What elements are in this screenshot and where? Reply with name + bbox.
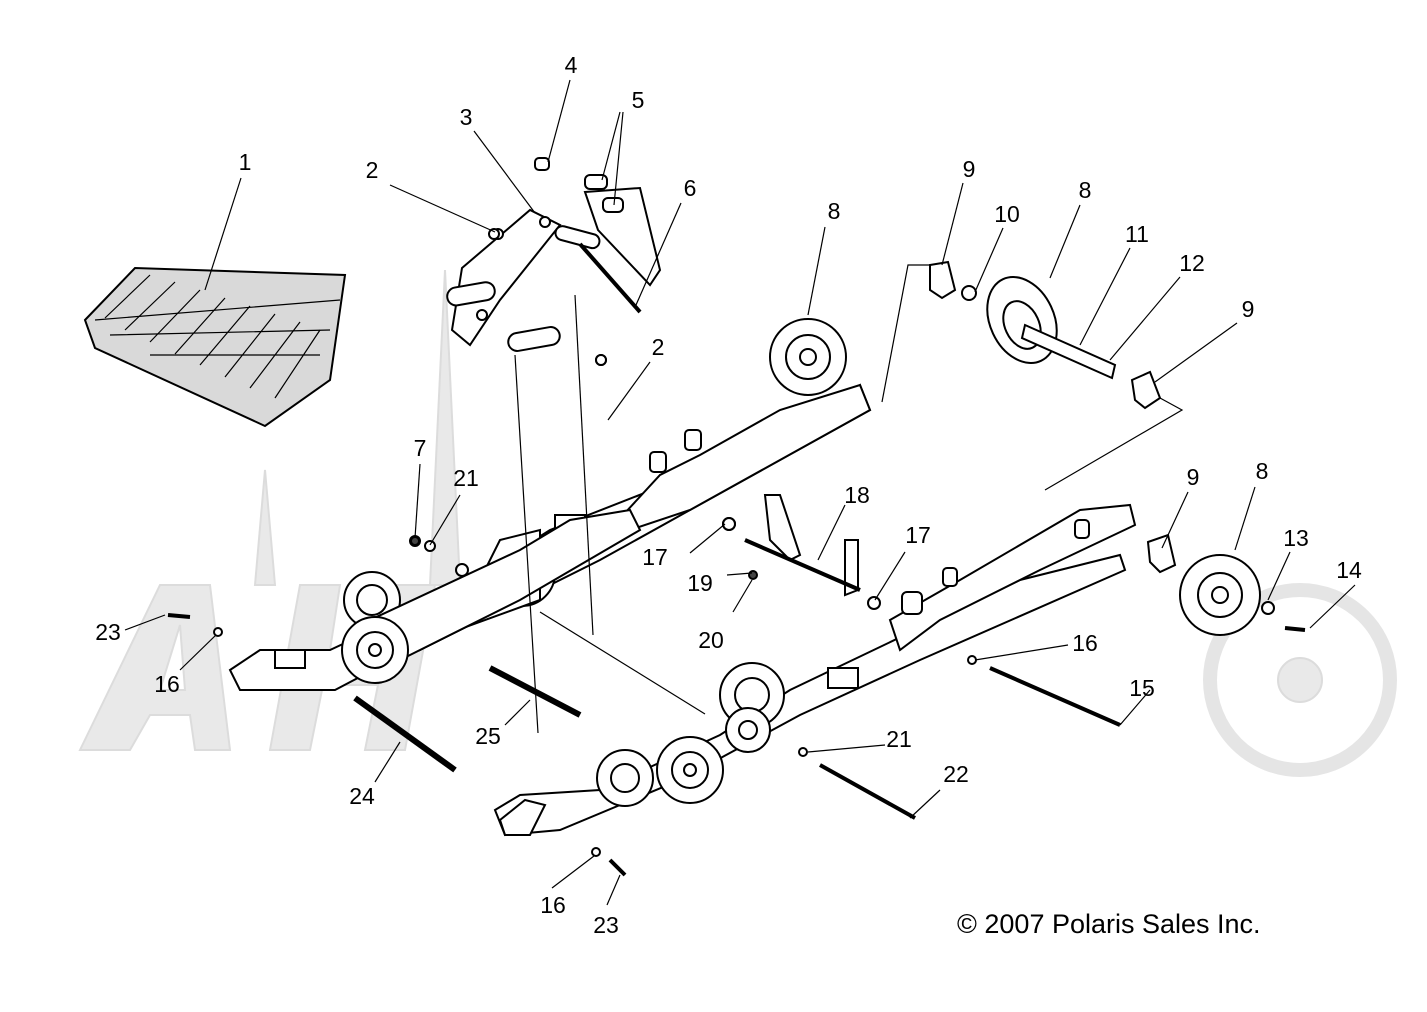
callout-8b: 8 <box>1079 177 1092 203</box>
callout-8c: 8 <box>1256 458 1269 484</box>
callout-10: 10 <box>994 201 1020 227</box>
callout-21a: 21 <box>453 465 479 491</box>
callout-17a: 17 <box>642 544 668 570</box>
callout-18: 18 <box>844 482 870 508</box>
crossbar <box>722 494 881 610</box>
callout-24: 24 <box>349 783 375 809</box>
callout-9c: 9 <box>1187 464 1200 490</box>
track <box>83 266 347 428</box>
rail-bottom <box>493 503 1261 837</box>
callout-14: 14 <box>1336 557 1362 583</box>
rear-axle-upper <box>929 260 1177 574</box>
callout-5: 5 <box>632 87 645 113</box>
callout-9a: 9 <box>963 156 976 182</box>
callout-2b: 2 <box>652 334 665 360</box>
leader-lines <box>124 79 1356 906</box>
rail-left <box>228 508 642 691</box>
callout-12: 12 <box>1179 250 1205 276</box>
callout-25: 25 <box>475 723 501 749</box>
callouts: 1 2 2 3 4 5 6 7 8 8 8 9 9 9 10 11 12 13 … <box>95 52 1362 938</box>
callout-7: 7 <box>414 435 427 461</box>
callout-6: 6 <box>684 175 697 201</box>
callout-4: 4 <box>565 52 578 78</box>
pivot-arm <box>446 157 662 366</box>
callout-19: 19 <box>687 570 713 596</box>
copyright-text: © 2007 Polaris Sales Inc. <box>957 909 1261 939</box>
callout-13: 13 <box>1283 525 1309 551</box>
callout-1: 1 <box>239 149 252 175</box>
callout-16b: 16 <box>1072 630 1098 656</box>
callout-21b: 21 <box>886 726 912 752</box>
callout-22: 22 <box>943 761 969 787</box>
shafts <box>167 228 1306 877</box>
callout-15: 15 <box>1129 675 1155 701</box>
callout-20: 20 <box>698 627 724 653</box>
callout-8a: 8 <box>828 198 841 224</box>
callout-23a: 23 <box>95 619 121 645</box>
callout-16a: 16 <box>154 671 180 697</box>
callout-16c: 16 <box>540 892 566 918</box>
callout-11: 11 <box>1125 221 1149 247</box>
callout-2a: 2 <box>366 157 379 183</box>
callout-23b: 23 <box>593 912 619 938</box>
callout-3: 3 <box>460 104 473 130</box>
assembly-lines <box>514 264 1184 734</box>
callout-9b: 9 <box>1242 296 1255 322</box>
callout-17b: 17 <box>905 522 931 548</box>
